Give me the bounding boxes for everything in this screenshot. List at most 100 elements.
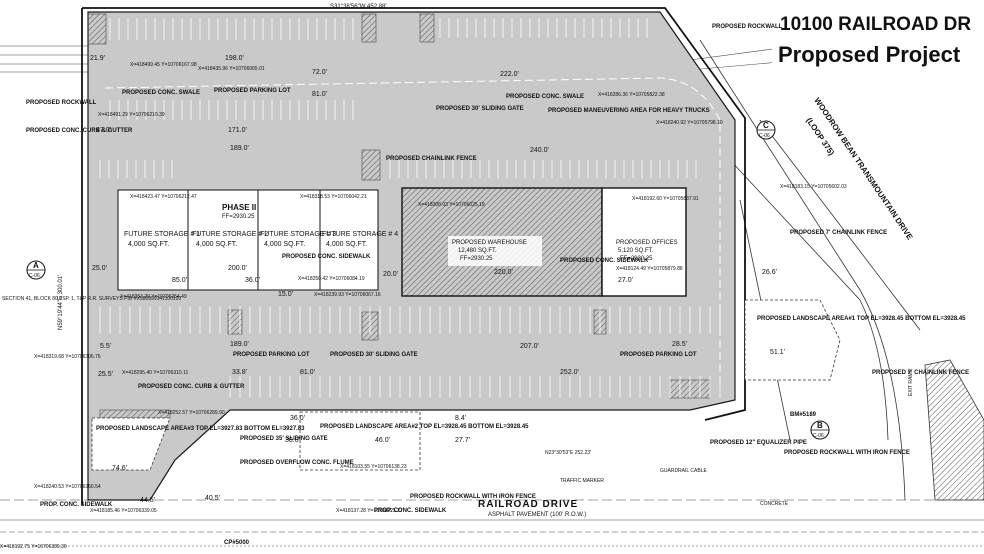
storage-area: 4,000 SQ.FT. — [326, 241, 367, 248]
coordinate: X=418423.47 Y=10706212.47 — [130, 194, 197, 200]
phase-ff: FF=2930.25 — [222, 214, 255, 220]
dim-label: 189.0' — [230, 341, 249, 348]
parking-stalls — [99, 18, 721, 398]
callout: PROPOSED ROCKWALL — [26, 100, 97, 106]
callout: PROPOSED 30' SLIDING GATE — [436, 106, 524, 112]
dim-label: 36.0' — [290, 415, 305, 422]
callout: PROP. CONC. SIDEWALK — [374, 508, 447, 514]
drive-aisle — [104, 77, 721, 380]
coordinate: X=418353.29 Y=10706254.49 — [120, 294, 187, 300]
dim-label: 15.0' — [278, 291, 293, 298]
guardrail-note: GUARDRAIL CABLE — [660, 468, 707, 474]
dim-label: 46.0' — [375, 437, 390, 444]
section-id: C — [763, 121, 769, 130]
office-ff: FF=2930.25 — [620, 256, 653, 262]
coordinate: X=418192.75 Y=10706389.30 — [0, 544, 67, 550]
callout: PROPOSED CONC. SIDEWALK — [560, 258, 649, 264]
coordinate: X=418185.46 Y=10706339.05 — [90, 508, 157, 514]
coordinate: X=418491.29 Y=10706210.39 — [98, 112, 165, 118]
section-sheet: C-06 — [759, 133, 770, 139]
storage-name: FUTURE STORAGE # 4 — [322, 231, 398, 238]
callout: PROPOSED CONC. SWALE — [506, 94, 584, 100]
dim-label: 21.9' — [90, 55, 105, 62]
dim-label: 8.4' — [455, 415, 466, 422]
north-boundary-label: S31°38'56"W 452.88' — [330, 4, 387, 10]
callout: PROPOSED 35' SLIDING GATE — [240, 436, 328, 442]
address-heading: 10100 RAILROAD DR — [780, 14, 972, 35]
callouts: PROPOSED ROCKWALL PROPOSED CONC. SWALE P… — [26, 24, 969, 546]
property-boundary — [82, 7, 746, 421]
section-sheet: C-06 — [29, 273, 40, 279]
section-sheet: C-06 — [813, 433, 824, 439]
storage-name: FUTURE STORAGE # 1 — [124, 231, 200, 238]
traffic-marker: TRAFFIC MARKER — [560, 478, 604, 484]
callout: PROPOSED CONC. CURB & GUTTER — [138, 384, 245, 390]
dim-label: 44.5' — [140, 497, 155, 504]
dim-label: 51.1' — [770, 349, 785, 356]
exit-ramp-label: EXIT RAMP — [908, 368, 914, 396]
dim-label: 81.0' — [300, 369, 315, 376]
coordinate: X=418183.15 Y=10705602.03 — [780, 184, 847, 190]
callout: PROPOSED ROCKWALL WITH IRON FENCE — [410, 494, 536, 500]
dim-label: 252.0' — [560, 369, 579, 376]
coordinate: X=418318.53 Y=10706042.21 — [300, 194, 367, 200]
heading-backdrop — [772, 6, 982, 76]
dim-label: 5.5' — [100, 343, 111, 350]
coordinate: X=418137.28 Y=10706225.27 — [336, 508, 403, 514]
dim-label: 28.5' — [672, 341, 687, 348]
callout: CP#5000 — [224, 540, 250, 546]
coordinate-labels: X=418499.45 Y=10706167.98 X=418435.96 Y=… — [0, 62, 847, 550]
dim-label: 25.0' — [92, 265, 107, 272]
section-marker-a: A C-06 — [26, 260, 46, 280]
callout: PROPOSED MANEUVERING AREA FOR HEAVY TRUC… — [548, 108, 710, 114]
dim-label: 220.0' — [494, 269, 513, 276]
callout: PROPOSED CONC. SIDEWALK — [282, 254, 371, 260]
section-marker-c: C C-06 — [756, 120, 776, 140]
landscape-area-2 — [299, 411, 421, 471]
dim-label: 189.0' — [230, 145, 249, 152]
dim-label: 222.0' — [500, 71, 519, 78]
callout: PROPOSED CHAINLINK FENCE — [386, 156, 477, 162]
storage-building-2 — [187, 189, 259, 291]
concrete-note: CONCRETE — [760, 501, 789, 507]
callout: PROPOSED CONC. SWALE — [122, 90, 200, 96]
warehouse-ff: FF=2930.25 — [460, 256, 493, 262]
callout: BM#5189 — [790, 412, 817, 418]
callout: PROPOSED 30' SLIDING GATE — [330, 352, 418, 358]
dim-label: 27.7' — [455, 437, 470, 444]
callout: PROPOSED 7' CHAINLINK FENCE — [790, 230, 887, 236]
dim-label: 240.0' — [530, 147, 549, 154]
callout: PROPOSED LANDSCAPE AREA#3 TOP EL=3927.83… — [96, 426, 305, 432]
dim-label: 207.0' — [520, 343, 539, 350]
storage-building-3 — [257, 189, 321, 291]
dim-label: 72.0' — [312, 69, 327, 76]
callout: PROP. CONC. SIDEWALK — [40, 502, 113, 508]
callout: PROPOSED 12" EQUALIZER PIPE — [710, 440, 807, 446]
callout: PROPOSED 7' CHAINLINK FENCE — [872, 370, 969, 376]
storage-area: 4,000 SQ.FT. — [264, 241, 305, 248]
storage-area: 4,000 SQ.FT. — [128, 241, 169, 248]
warehouse-label-bg — [448, 236, 542, 266]
callout: PROPOSED LANDSCAPE AREA#2 TOP EL=3928.45… — [320, 424, 529, 430]
bearing-note: N23°30'53"E 252.23' — [545, 450, 591, 456]
coordinate: X=418239.93 Y=10706067.16 — [314, 292, 381, 298]
dim-label: 81.0' — [312, 91, 327, 98]
dim-label: 27.0' — [618, 277, 633, 284]
coordinate: X=418435.96 Y=10706065.01 — [198, 66, 265, 72]
callout: PROPOSED LANDSCAPE AREA#1 TOP EL=3928.45… — [757, 316, 966, 322]
callout: PROPOSED PARKING LOT — [214, 88, 291, 94]
dim-label: 200.0' — [228, 265, 247, 272]
warehouse-name: PROPOSED WAREHOUSE — [452, 240, 527, 246]
dim-label: 40.5' — [205, 495, 220, 502]
dim-label: 33.8' — [232, 369, 247, 376]
section-id: A — [33, 261, 39, 270]
callout: PROPOSED ROCKWALL — [712, 24, 783, 30]
coordinate: X=418308.03 Y=10706025.19 — [418, 202, 485, 208]
dim-label: 20.0' — [383, 271, 398, 278]
coordinate: X=418124.49 Y=10705879.88 — [616, 266, 683, 272]
section-marker-b: B C-06 — [810, 420, 830, 440]
coordinate: X=418250.42 Y=10706084.19 — [298, 276, 365, 282]
storage-name: FUTURE STORAGE # 3 — [260, 231, 336, 238]
dim-label: 25.5' — [98, 371, 113, 378]
